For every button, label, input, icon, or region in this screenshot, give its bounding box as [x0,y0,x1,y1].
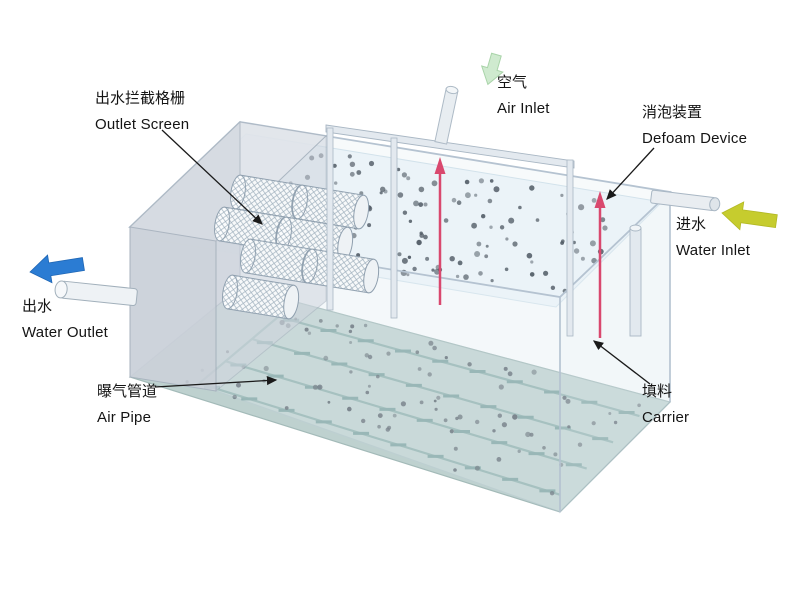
air-inlet-arrow [480,52,504,86]
defoam-rod [594,191,606,338]
defoam-rod [434,157,446,305]
label-air-inlet: 空气 Air Inlet [497,70,550,122]
air-inlet-pipe [434,85,459,145]
annotation-line-defoam [606,147,655,200]
water-inlet-arrow [721,201,778,231]
label-defoam-device-zh: 消泡装置 [642,104,703,121]
label-carrier-en: Carrier [642,409,690,426]
water-outlet-pipe [54,280,138,307]
frame-post [326,127,334,311]
label-outlet-screen-zh: 出水拦截格栅 [95,90,186,107]
label-water-outlet-en: Water Outlet [22,324,109,341]
label-outlet-screen: 出水拦截格栅 Outlet Screen [95,86,189,138]
annotation-line-carrier [592,340,651,385]
frame-beam [325,124,575,169]
label-water-inlet-zh: 进水 [676,216,707,233]
screen-cylinder [222,274,300,320]
carrier-dots-surface [240,153,608,294]
annotation-line-air-pipe [154,375,278,388]
frame-post [390,137,398,319]
label-water-outlet: 出水 Water Outlet [22,294,108,346]
outlet-chamber-front-wall [129,226,217,392]
label-defoam-device-en: Defoam Device [642,130,748,147]
label-water-inlet-en: Water Inlet [676,242,751,259]
label-outlet-screen-en: Outlet Screen [95,116,190,133]
label-air-inlet-zh: 空气 [497,74,528,91]
label-water-outlet-zh: 出水 [22,298,53,315]
label-air-inlet-en: Air Inlet [497,100,550,117]
label-air-pipe-en: Air Pipe [97,409,152,426]
label-defoam-device: 消泡装置 Defoam Device [642,100,747,152]
label-carrier-zh: 填料 [642,383,673,400]
label-air-pipe: 曝气管道 Air Pipe [97,379,157,431]
label-carrier: 填料 Carrier [642,379,689,431]
label-water-inlet: 进水 Water Inlet [676,212,750,264]
water-outlet-arrow [29,254,85,284]
annotation-line-outlet-screen [161,129,263,225]
frame-post [566,159,574,337]
screen-cylinder [230,174,308,220]
outlet-screen-cylinders [214,174,380,320]
water-inlet-downpipe [629,224,642,337]
water-inlet-pipe [650,189,721,212]
screen-cylinder [302,248,380,294]
label-air-pipe-zh: 曝气管道 [97,383,158,400]
